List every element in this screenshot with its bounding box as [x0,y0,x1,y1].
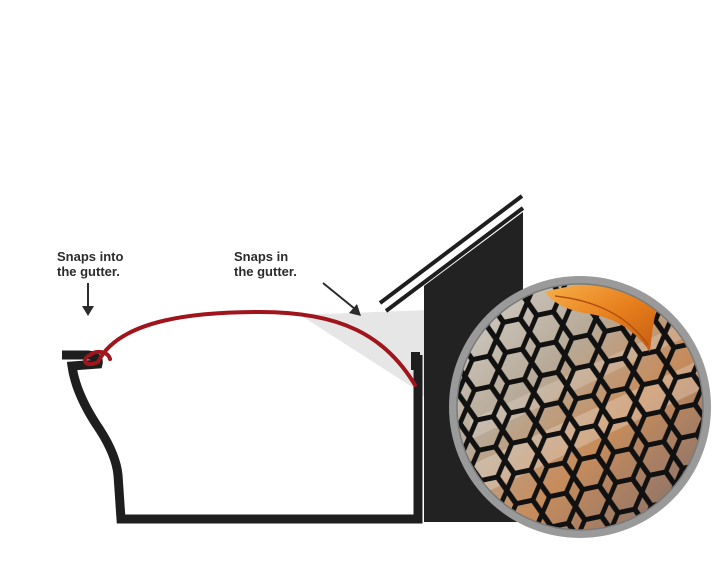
callout-snaps-into-line2: the gutter. [57,264,120,279]
gutter-profile [62,350,423,524]
roof-edge [378,194,525,313]
hanger-clip [411,352,420,370]
callout-snaps-into-line1: Snaps into [57,249,124,264]
callout-snaps-into: Snaps into the gutter. [57,249,123,279]
magnifier-mesh-detail [449,276,711,538]
gutter-guard-curve [83,309,417,387]
arrow-diagonal-icon [322,282,361,316]
callout-snaps-in-line1: Snaps in [234,249,289,264]
leaf-icon [545,283,662,352]
callout-snaps-in-line2: the gutter. [234,264,297,279]
callout-snaps-in: Snaps in the gutter. [234,249,297,279]
arrow-down-icon [82,283,94,316]
